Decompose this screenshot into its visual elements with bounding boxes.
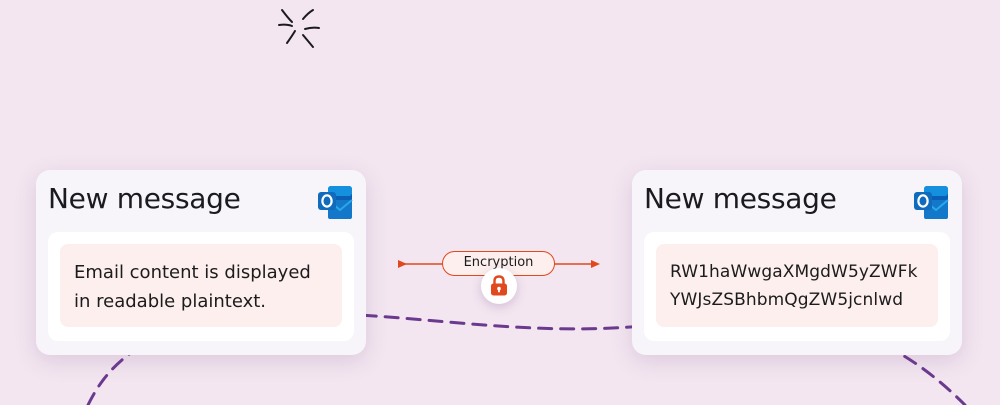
encrypted-message-card: New message RW1haWwgaXMgdW5yZWFk YWJsZSB… [632,170,962,355]
spark-icon [278,9,320,48]
arrow-tail-icon [398,260,407,268]
plaintext-content-box: Email content is displayed in readable p… [60,244,342,327]
content-line: YWJsZSBhbmQgZW5jcnlwd [670,290,904,310]
card-title: New message [48,182,241,215]
lock-badge [481,268,517,304]
message-body-frame: Email content is displayed in readable p… [48,232,354,341]
outlook-icon [318,186,353,219]
content-line: RW1haWwgaXMgdW5yZWFk [670,262,918,282]
message-body-frame: RW1haWwgaXMgdW5yZWFk YWJsZSBhbmQgZW5jcnl… [644,232,950,341]
content-line: in readable plaintext. [74,291,267,312]
ciphertext-content-box: RW1haWwgaXMgdW5yZWFk YWJsZSBhbmQgZW5jcnl… [656,244,938,327]
lock-icon [491,275,507,296]
outlook-icon [914,186,949,219]
plaintext-message-card: New message Email content is displayed i… [36,170,366,355]
card-title: New message [644,182,837,215]
content-line: Email content is displayed [74,262,311,283]
arrow-head-icon [591,260,600,268]
